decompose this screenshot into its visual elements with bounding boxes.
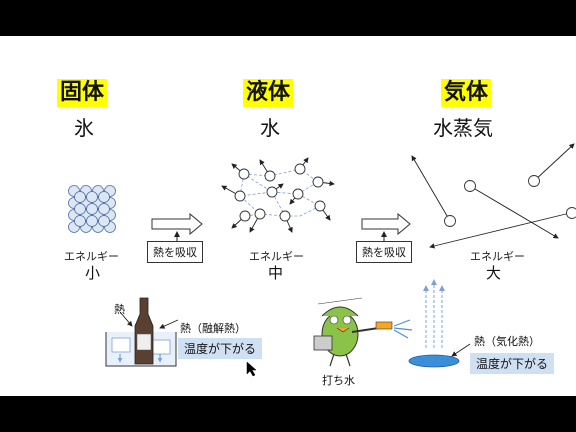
- gas-energy-label: エネルギー: [470, 250, 525, 263]
- state-title-liquid: 液体: [243, 79, 294, 107]
- transition-arrow-1: [151, 212, 203, 236]
- evaporation-heat-type: 熱（気化熱）: [474, 335, 540, 348]
- evaporation-result-box: 温度が下がる: [470, 353, 555, 374]
- heat-absorb-label-2: 熱を吸収: [356, 241, 412, 263]
- gas-energy-level: 大: [486, 264, 502, 282]
- solid-lattice: [68, 185, 116, 233]
- liquid-energy-label: エネルギー: [249, 250, 304, 263]
- melting-heat-label: 熱: [114, 303, 125, 316]
- liquid-example: 水: [260, 116, 280, 140]
- melting-result-box: 温度が下がる: [178, 338, 263, 359]
- gas-example: 水蒸気: [433, 116, 493, 140]
- liquid-energy-level: 中: [268, 264, 284, 282]
- sprinkling-caption: 打ち水: [322, 374, 355, 387]
- transition-arrow-2: [361, 212, 411, 236]
- gas-particles: [411, 143, 576, 249]
- solid-energy-level: 小: [85, 264, 101, 282]
- mascot-sprinkling-water-illustration: [313, 279, 471, 368]
- solid-energy-label: エネルギー: [64, 250, 119, 263]
- state-title-gas: 気体: [441, 79, 492, 107]
- state-title-solid: 固体: [57, 79, 108, 107]
- heat-absorb-label-1: 熱を吸収: [147, 241, 203, 263]
- diagram-graphics: [68, 143, 576, 377]
- liquid-particles: [221, 157, 335, 233]
- cursor-icon: [246, 361, 257, 377]
- solid-example: 氷: [74, 116, 94, 140]
- melting-heat-type: 熱（融解熱）: [180, 322, 246, 335]
- bottle-in-ice-illustration: [105, 297, 179, 367]
- slide: 固体 液体 気体 氷 水 水蒸気: [0, 36, 576, 396]
